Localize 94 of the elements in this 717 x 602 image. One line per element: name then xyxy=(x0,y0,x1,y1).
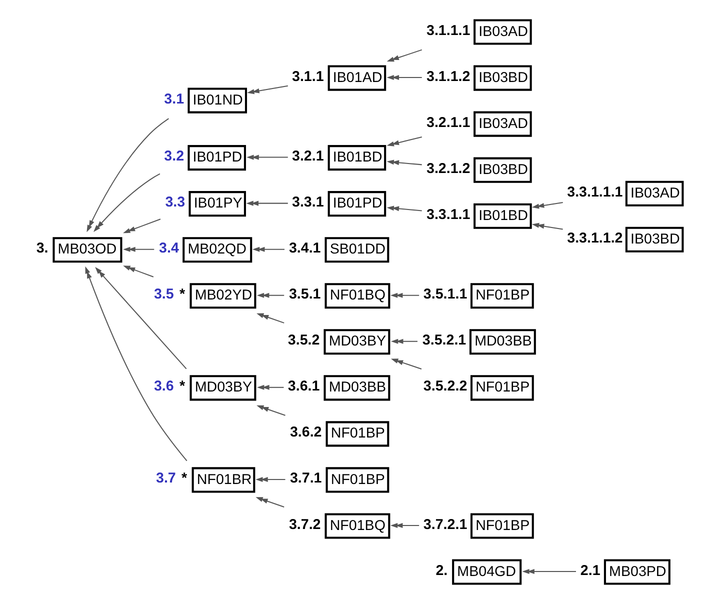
node-label: 2.1 xyxy=(580,562,600,578)
node-box: IB01BD xyxy=(473,202,532,228)
node-box: MD03BB xyxy=(468,328,536,354)
node-label: * xyxy=(179,286,185,302)
node-label: 3.4 xyxy=(158,240,178,256)
node-label: 3.2 xyxy=(164,148,184,164)
node-box: NF01BP xyxy=(325,466,389,492)
node-label: 3.1 xyxy=(164,90,184,107)
node-box: NF01BP xyxy=(325,420,389,446)
arrow xyxy=(122,246,154,252)
arrow xyxy=(386,48,422,62)
arrow xyxy=(246,200,288,206)
node-label: 3.3.1.1.1 xyxy=(566,184,622,200)
node-box: NF01BR xyxy=(191,466,255,492)
node-box: IB01BD xyxy=(327,144,386,170)
arrow xyxy=(84,266,187,461)
node-label: 3.6.1 xyxy=(287,378,320,394)
node-box: NF01BP xyxy=(470,282,534,308)
node-box: MD03BB xyxy=(323,374,390,400)
node-box: NF01BQ xyxy=(324,282,390,308)
node-label: 3.7.2 xyxy=(288,516,320,532)
node-label: 3.5.2.2 xyxy=(422,378,467,394)
arrow xyxy=(531,222,562,230)
node-label: 3.1.1 xyxy=(292,68,324,84)
arrow xyxy=(94,266,186,369)
node-label: * xyxy=(181,470,187,486)
arrow xyxy=(390,358,422,369)
node-box: SB01DD xyxy=(324,236,389,262)
node-label: 3.2.1 xyxy=(292,148,324,164)
arrow xyxy=(390,522,419,528)
node-box: IB03BD xyxy=(624,226,684,252)
node-box: MD03BY xyxy=(189,374,256,400)
node-box: MB04GD xyxy=(452,558,522,584)
node-box: IB01ND xyxy=(187,87,247,113)
node-box: MB02YD xyxy=(189,282,256,308)
arrow xyxy=(256,404,285,416)
node-label: 3.4.1 xyxy=(288,240,320,256)
node-box: MD03BY xyxy=(323,328,390,354)
arrow xyxy=(386,159,422,165)
node-label: 3.2.1.1 xyxy=(426,114,470,130)
node-label: 3.5.2.1 xyxy=(422,332,466,348)
node-box: MB03PD xyxy=(603,558,670,584)
node-label: 3.7.1 xyxy=(289,470,322,486)
node-box: MB03OD xyxy=(52,236,122,262)
arrow xyxy=(386,74,422,80)
node-box: NF01BP xyxy=(470,374,534,400)
node-label: 3.5 xyxy=(153,286,174,302)
arrow xyxy=(386,136,422,146)
arrow xyxy=(531,202,562,208)
node-box: NF01BP xyxy=(470,512,534,538)
arrow xyxy=(246,154,288,160)
arrow xyxy=(255,496,284,507)
node-label: 2. xyxy=(435,562,448,578)
arrow xyxy=(522,568,576,574)
node-box: IB01PY xyxy=(188,190,246,216)
node-label: 3.5.2 xyxy=(287,332,320,348)
node-label: 3.3.1.1.2 xyxy=(566,230,622,246)
node-label: 3.5.1.1 xyxy=(422,286,467,302)
arrow xyxy=(122,265,154,277)
arrow xyxy=(256,312,284,323)
arrow xyxy=(255,476,285,482)
arrow xyxy=(252,246,284,252)
node-label: 3. xyxy=(36,240,48,256)
node-label: 3.5.1 xyxy=(288,286,320,302)
node-box: IB03BD xyxy=(473,156,532,182)
node-box: IB03AD xyxy=(473,18,532,44)
node-label: 3.3 xyxy=(164,194,185,210)
node-box: IB03AD xyxy=(473,110,532,136)
arrow xyxy=(256,292,284,298)
node-box: IB03BD xyxy=(473,64,532,90)
arrow xyxy=(390,292,419,298)
node-box: MB02QD xyxy=(182,236,252,262)
arrow xyxy=(246,84,288,94)
node-label: 3.1.1.1 xyxy=(426,22,470,38)
node-box: NF01BQ xyxy=(324,512,390,538)
arrow xyxy=(256,384,284,390)
node-label: 3.7 xyxy=(155,470,176,486)
node-label: 3.7.2.1 xyxy=(422,516,467,532)
node-label: 3.6 xyxy=(153,378,174,394)
node-box: IB01PD xyxy=(327,190,386,216)
node-label: 3.6.2 xyxy=(289,424,322,440)
node-label: 3.2.1.2 xyxy=(426,160,470,176)
arrow xyxy=(386,205,422,211)
node-label: * xyxy=(179,378,185,394)
node-box: IB01PD xyxy=(187,144,246,170)
arrow xyxy=(86,118,168,232)
node-box: IB01AD xyxy=(327,64,386,90)
arrow xyxy=(92,172,160,232)
node-label: 3.3.1 xyxy=(292,194,324,210)
node-label: 3.1.1.2 xyxy=(426,68,470,84)
node-box: IB03AD xyxy=(624,180,684,206)
arrow xyxy=(390,338,417,344)
node-label: 3.3.1.1 xyxy=(426,206,470,222)
arrow xyxy=(122,218,160,233)
